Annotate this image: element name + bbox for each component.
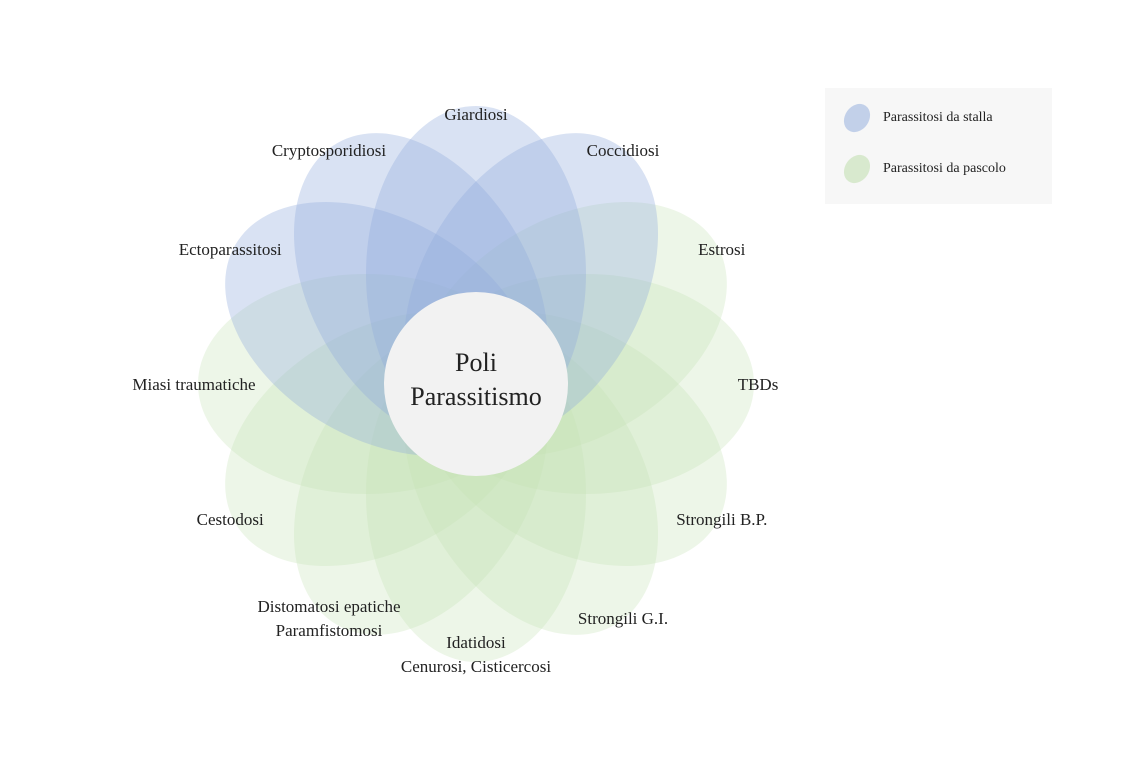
petal-label: Giardiosi [444, 105, 508, 124]
petal-label: Cestodosi [197, 510, 264, 529]
legend-item-pascolo: Parassitosi da pascolo [838, 149, 1006, 189]
petal-label-line: Coccidiosi [587, 141, 660, 160]
petal-label-line: Strongili B.P. [676, 510, 767, 529]
petal-label: Miasi traumatiche [132, 375, 255, 394]
center-circle [384, 292, 568, 476]
legend-item-stalla: Parassitosi da stalla [838, 98, 993, 138]
legend-label-pascolo: Parassitosi da pascolo [883, 161, 1006, 176]
labels-layer: GiardiosiCoccidiosiEstrosiTBDsStrongili … [132, 105, 778, 676]
petal-label-line: Strongili G.I. [578, 609, 668, 628]
petal-label-line: Ectoparassitosi [179, 240, 282, 259]
petal-label: Strongili B.P. [676, 510, 767, 529]
petal-label: Coccidiosi [587, 141, 660, 160]
legend-swatch-pascolo [838, 149, 876, 189]
petal-label-line: Paramfistomosi [276, 621, 383, 640]
petal-label-line: Cenurosi, Cisticercosi [401, 657, 551, 676]
petal-label: Strongili G.I. [578, 609, 668, 628]
petal-label-line: Cestodosi [197, 510, 264, 529]
petal-label: Cryptosporidiosi [272, 141, 387, 160]
legend: Parassitosi da stalla Parassitosi da pas… [825, 88, 1052, 204]
petal-label-line: Distomatosi epatiche [257, 597, 400, 616]
petal-label-line: Giardiosi [444, 105, 508, 124]
petal-label-line: Estrosi [698, 240, 746, 259]
petal-label: Estrosi [698, 240, 746, 259]
petal-label-line: Miasi traumatiche [132, 375, 255, 394]
petal-label-line: TBDs [738, 375, 779, 394]
legend-swatch-stalla [838, 98, 876, 138]
center-title-line2: Parassitismo [410, 382, 541, 411]
petal-label-line: Idatidosi [446, 633, 506, 652]
petal-label: TBDs [738, 375, 779, 394]
petal-label-line: Cryptosporidiosi [272, 141, 387, 160]
center-title-line1: Poli [455, 348, 497, 377]
petal-label: Ectoparassitosi [179, 240, 282, 259]
legend-label-stalla: Parassitosi da stalla [883, 110, 993, 125]
